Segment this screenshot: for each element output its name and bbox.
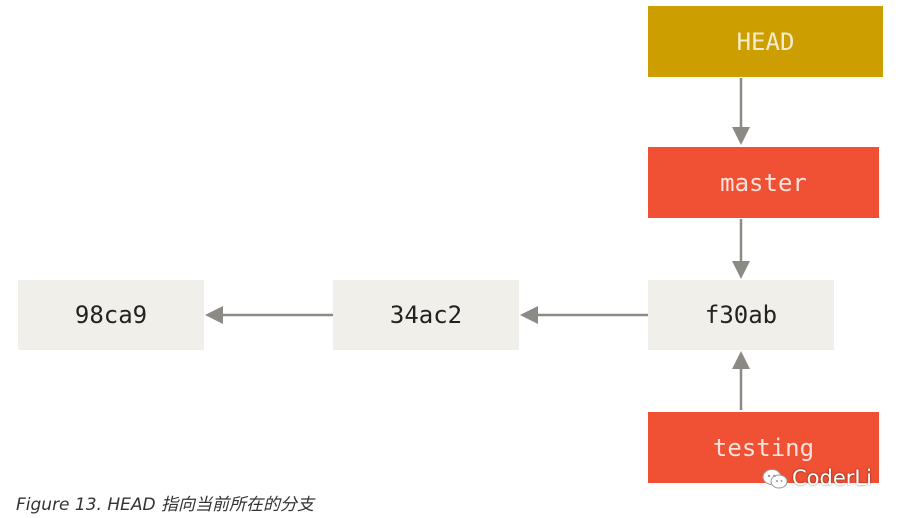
branch-testing: testing xyxy=(648,412,879,483)
commit-34ac2: 34ac2 xyxy=(333,280,519,350)
arrow-master-to-f30ab xyxy=(732,219,750,279)
wechat-icon xyxy=(762,468,788,489)
watermark-text: CoderLi xyxy=(792,466,872,490)
commit-f30ab: f30ab xyxy=(648,280,834,350)
commit-98ca9: 98ca9 xyxy=(18,280,204,350)
figure-caption: Figure 13. HEAD 指向当前所在的分支 xyxy=(16,495,315,515)
arrow-34ac2-to-98ca9 xyxy=(205,306,333,324)
head-pointer: HEAD xyxy=(648,6,883,77)
watermark: CoderLi xyxy=(762,466,872,490)
arrow-f30ab-to-34ac2 xyxy=(520,306,648,324)
arrow-head-to-master xyxy=(732,78,750,145)
arrow-testing-to-f30ab xyxy=(732,351,750,410)
branch-master: master xyxy=(648,147,879,218)
